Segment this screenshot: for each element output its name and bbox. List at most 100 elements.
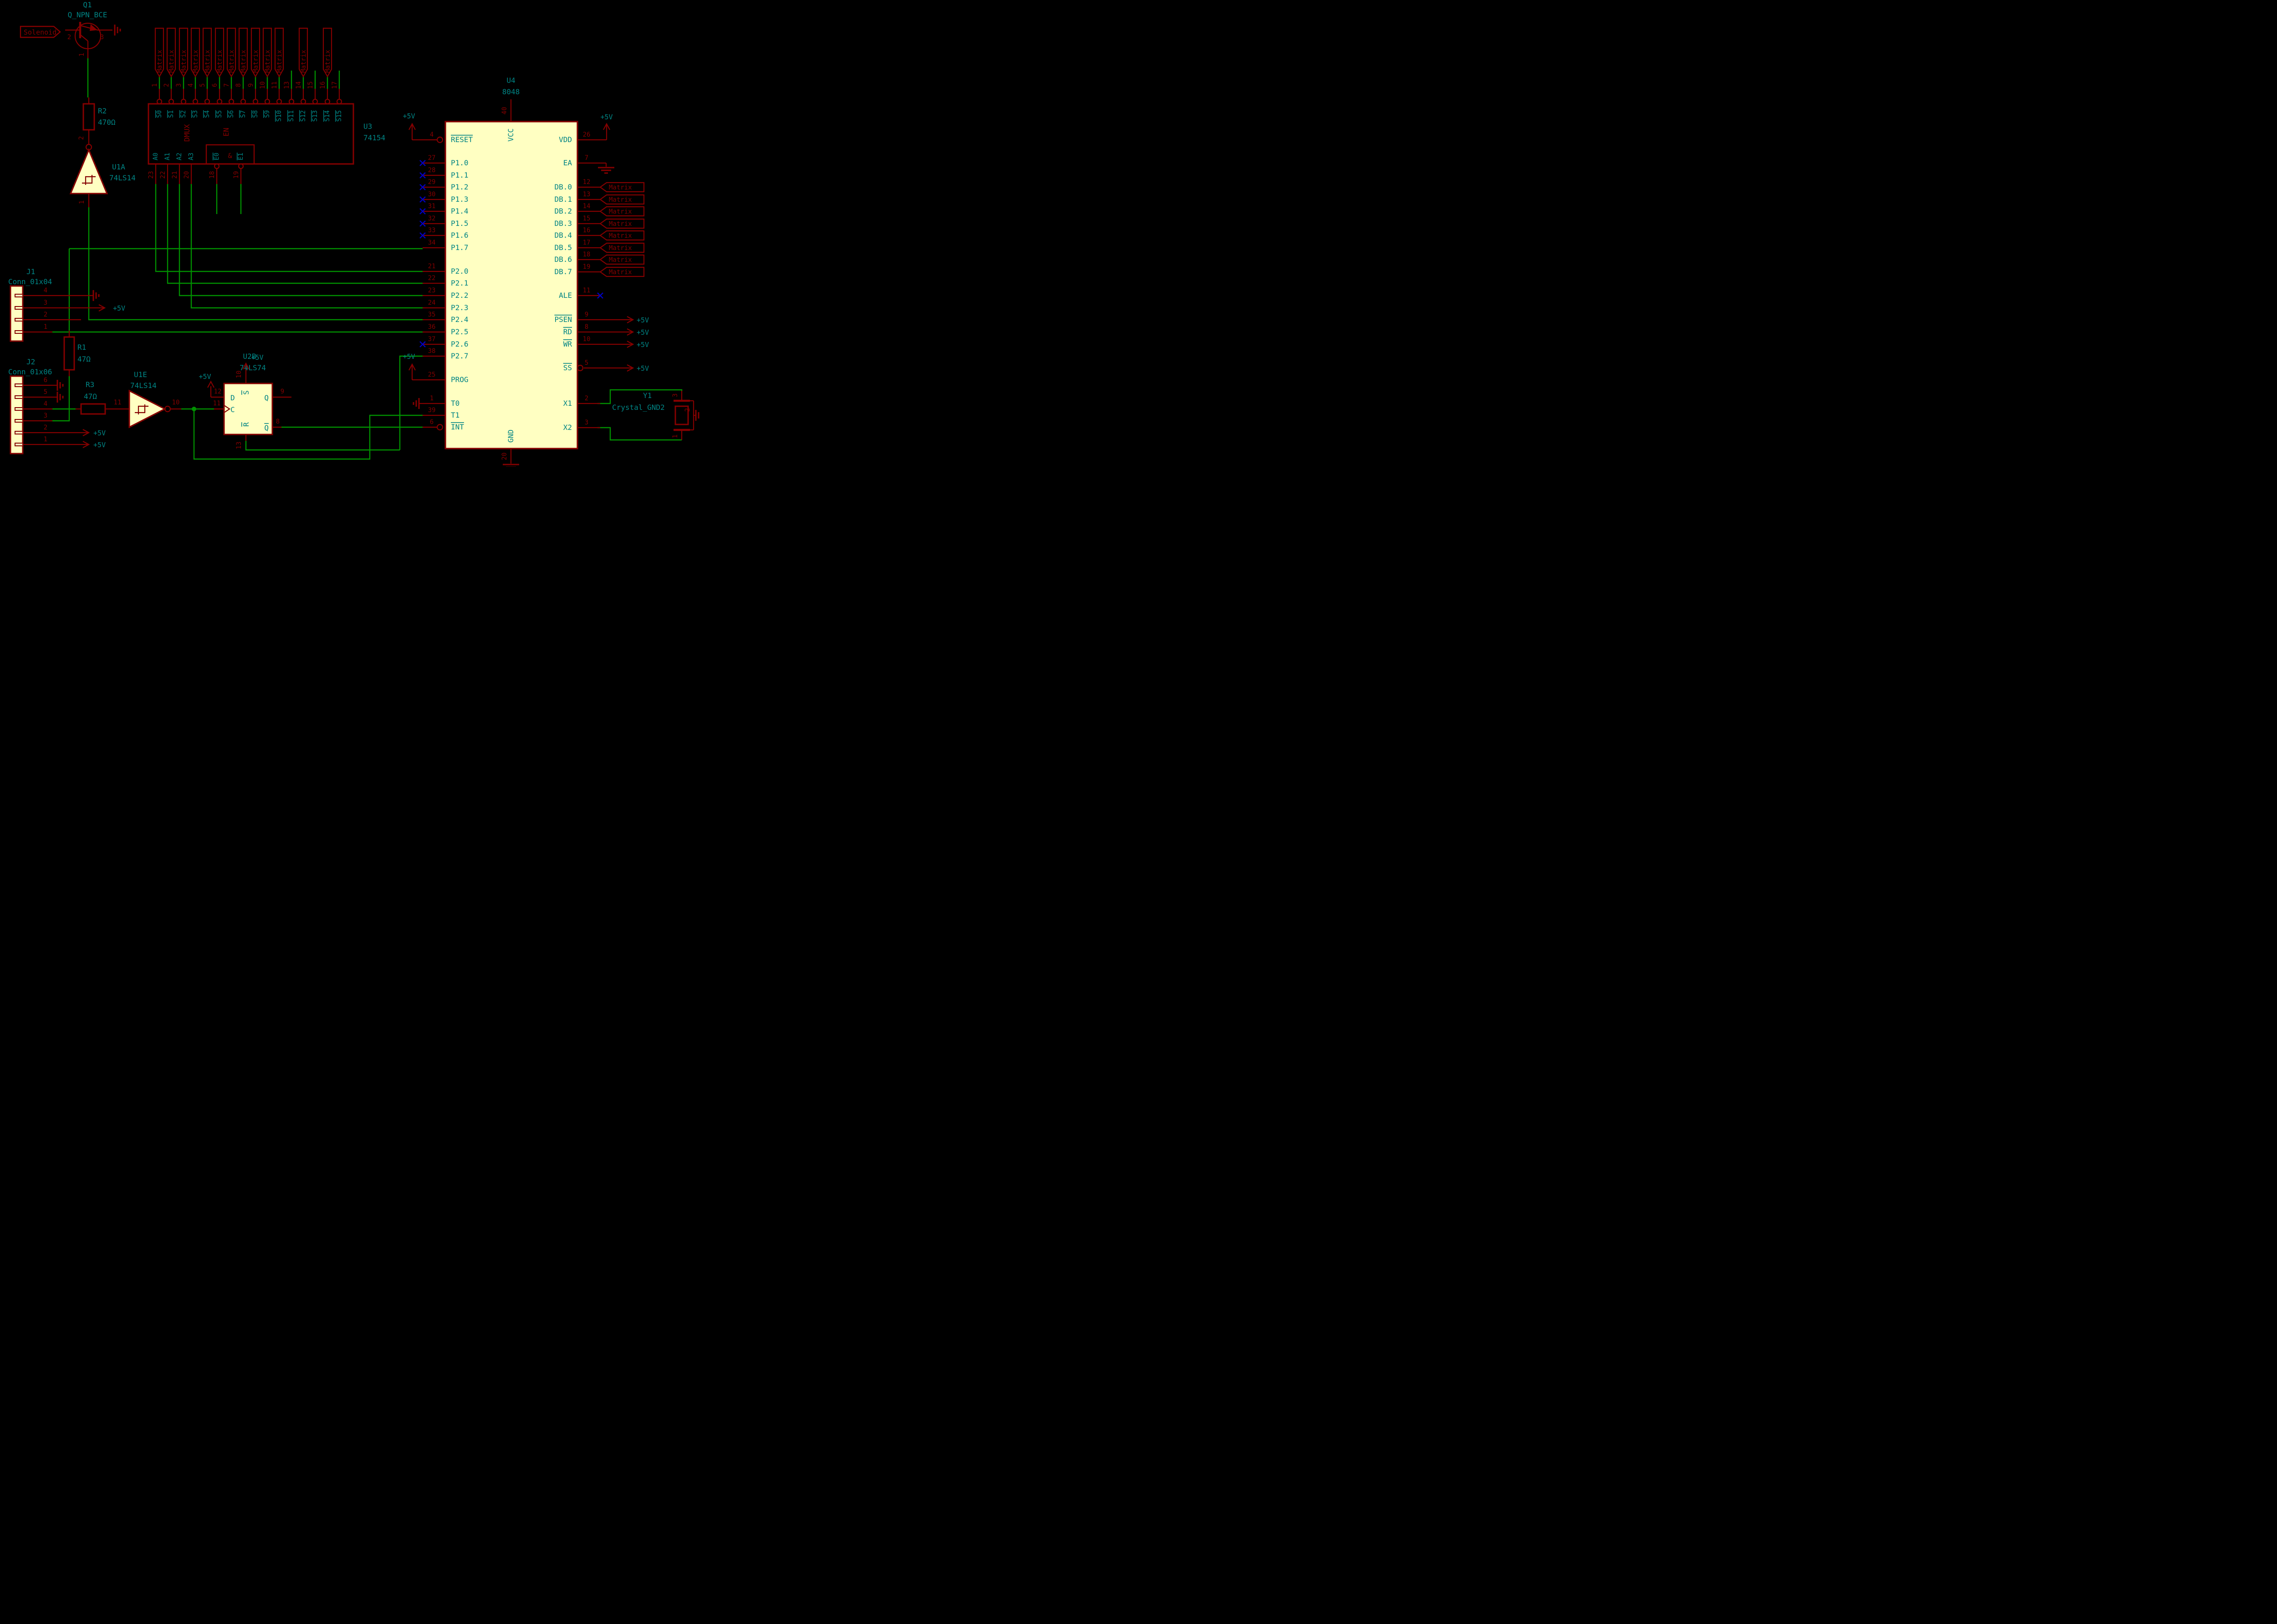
- pin-number: 10: [172, 399, 180, 406]
- pin-number: 10: [235, 371, 243, 378]
- matrix-flag[interactable]: [599, 206, 645, 217]
- matrix-flag[interactable]: [599, 254, 645, 265]
- power-arrow[interactable]: [242, 362, 250, 370]
- pin-number: 37: [428, 336, 436, 343]
- power-arrow[interactable]: [627, 341, 634, 348]
- u4-mcu-ic[interactable]: [444, 121, 578, 449]
- wire[interactable]: [193, 409, 423, 460]
- matrix-flag[interactable]: [599, 182, 645, 193]
- power-arrow[interactable]: [207, 380, 214, 388]
- pin-number: 3: [100, 34, 104, 41]
- power-arrow[interactable]: [408, 123, 416, 130]
- pin-number: 7: [585, 154, 588, 162]
- pin-number: 13: [583, 191, 591, 198]
- pin-number: 9: [281, 388, 284, 395]
- power-arrow[interactable]: [98, 304, 106, 312]
- pin-number: 3: [672, 393, 679, 397]
- solenoid-label: Solenoid: [24, 28, 56, 36]
- wire[interactable]: [597, 389, 683, 404]
- power-arrow[interactable]: [603, 123, 610, 130]
- matrix-flag[interactable]: [599, 242, 645, 253]
- matrix-flag[interactable]: [238, 27, 248, 78]
- wire[interactable]: [399, 355, 423, 450]
- u3-reference: U3: [363, 122, 372, 131]
- matrix-flag[interactable]: [322, 27, 332, 78]
- matrix-flag-label: Matrix: [609, 208, 632, 215]
- wire[interactable]: [52, 376, 70, 422]
- power-arrow[interactable]: [627, 364, 634, 372]
- j2-value: Conn_01x06: [8, 368, 52, 376]
- pin-number: 3: [175, 83, 183, 87]
- matrix-flag[interactable]: [190, 27, 200, 78]
- q1-transistor[interactable]: [74, 22, 102, 50]
- pin-number: 2: [163, 83, 170, 87]
- u4-pin-name: X2: [563, 423, 572, 432]
- power-arrow[interactable]: [408, 363, 416, 371]
- u4-pin-name: P1.7: [451, 243, 469, 252]
- matrix-flag[interactable]: [226, 27, 236, 78]
- power-label: +5V: [93, 429, 106, 437]
- matrix-flag[interactable]: [250, 27, 260, 78]
- u3-pin-name: S8: [252, 110, 259, 118]
- matrix-flag[interactable]: [166, 27, 176, 78]
- matrix-flag-label: Matrix: [276, 50, 283, 73]
- matrix-flag[interactable]: [599, 218, 645, 229]
- u2b-pin-name: Q: [264, 424, 269, 432]
- pin-number: 11: [114, 399, 122, 406]
- matrix-flag[interactable]: [154, 27, 164, 78]
- wire[interactable]: [88, 207, 423, 321]
- pin-number: 5: [585, 359, 588, 367]
- wire[interactable]: [179, 184, 423, 296]
- u3-pin-name: S10: [276, 110, 283, 122]
- u2b-flipflop-ic[interactable]: [223, 383, 273, 435]
- matrix-flag-label: Matrix: [609, 256, 632, 264]
- pin-number: 27: [428, 154, 436, 162]
- wire[interactable]: [597, 427, 682, 441]
- wire[interactable]: [245, 441, 400, 451]
- u2b-pin-name: Q: [264, 393, 269, 402]
- power-arrow[interactable]: [627, 316, 634, 323]
- matrix-flag[interactable]: [262, 27, 272, 78]
- matrix-flag[interactable]: [202, 27, 212, 78]
- matrix-flag[interactable]: [298, 27, 308, 78]
- r1-resistor[interactable]: [63, 336, 75, 371]
- wire[interactable]: [190, 184, 423, 309]
- matrix-flag[interactable]: [599, 230, 645, 241]
- pin-number: 1: [44, 436, 47, 443]
- power-arrow[interactable]: [82, 441, 90, 448]
- wire[interactable]: [155, 184, 423, 272]
- wire[interactable]: [80, 34, 88, 41]
- no-connect-x: [419, 196, 426, 203]
- matrix-flag[interactable]: [599, 194, 645, 205]
- u3-pin-name: S14: [324, 110, 331, 122]
- power-arrow[interactable]: [82, 429, 90, 436]
- wire[interactable]: [167, 184, 423, 284]
- matrix-flag-label: Matrix: [216, 50, 224, 73]
- j2-connector[interactable]: [10, 375, 24, 455]
- y1-crystal[interactable]: [674, 405, 689, 425]
- pin-number: 17: [583, 239, 591, 246]
- matrix-flag-label: Matrix: [204, 50, 211, 73]
- u1e-output-bubble: [164, 405, 171, 413]
- pin-number: 2: [585, 395, 588, 402]
- pin-number: 4: [44, 287, 47, 294]
- matrix-flag[interactable]: [599, 266, 645, 277]
- u3-pin-name: E1: [237, 153, 245, 160]
- solenoid-net-flag[interactable]: [20, 26, 61, 38]
- matrix-flag-label: Matrix: [324, 50, 332, 73]
- j1-pin-stub: [15, 318, 23, 322]
- r3-resistor[interactable]: [80, 403, 106, 415]
- matrix-flag[interactable]: [214, 27, 225, 78]
- matrix-flag[interactable]: [274, 27, 284, 78]
- matrix-flag[interactable]: [179, 27, 189, 78]
- r2-resistor[interactable]: [82, 103, 95, 131]
- u1a-inverter[interactable]: [69, 148, 108, 194]
- j1-pin-stub: [15, 294, 23, 297]
- pin-number: 28: [428, 167, 436, 174]
- u1a-schmitt-glyph: [82, 175, 96, 185]
- u1e-inverter[interactable]: [128, 389, 167, 429]
- power-arrow[interactable]: [627, 328, 634, 336]
- pin-number: 25: [428, 371, 436, 378]
- j2-pin-stub: [15, 419, 23, 423]
